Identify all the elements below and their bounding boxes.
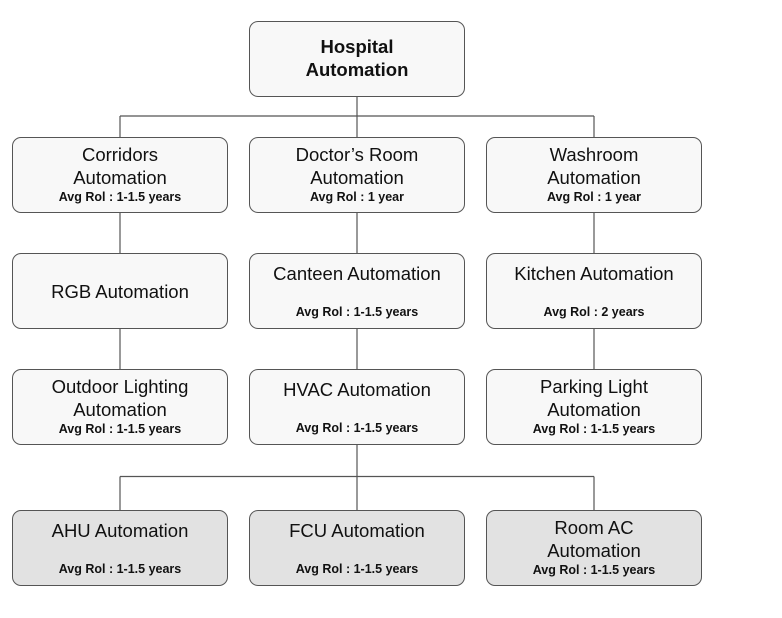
node-washroom-roi: Avg Rol : 1 year	[546, 190, 641, 204]
node-doctors-room-title-line-1: Doctor’s Room	[295, 144, 419, 165]
node-corridors-roi: Avg Rol : 1-1.5 years	[58, 190, 182, 204]
node-rgb: RGB Automation	[12, 253, 228, 329]
node-fcu-title: FCU Automation	[289, 520, 425, 541]
node-canteen-title: Canteen Automation	[273, 263, 441, 284]
node-parking-light-title-line-1: Parking Light	[540, 376, 648, 397]
node-doctors-room-roi: Avg Rol : 1 year	[309, 190, 404, 204]
node-rgb-title: RGB Automation	[51, 280, 189, 302]
node-canteen-roi: Avg Rol : 1-1.5 years	[295, 305, 419, 319]
node-hvac-roi: Avg Rol : 1-1.5 years	[295, 421, 419, 435]
node-corridors-title-line-1: Corridors	[81, 144, 159, 165]
node-kitchen-title: Kitchen Automation	[514, 263, 674, 284]
node-parking-light-roi: Avg Rol : 1-1.5 years	[532, 422, 656, 436]
node-room-ac-title-line-2: Automation	[547, 540, 641, 561]
node-outdoor-lighting-roi: Avg Rol : 1-1.5 years	[58, 422, 182, 436]
node-outdoor-lighting-title-line-1: Outdoor Lighting	[51, 376, 189, 397]
node-room-ac-roi: Avg Rol : 1-1.5 years	[532, 563, 656, 577]
node-doctors-room-title-line-2: Automation	[310, 167, 404, 188]
node-root-title-line-1: Hospital	[320, 36, 394, 57]
node-root-title-line-2: Automation	[305, 59, 409, 80]
node-parking-light-title-line-2: Automation	[547, 399, 641, 420]
node-washroom-title-line-2: Automation	[547, 167, 641, 188]
node-fcu-roi: Avg Rol : 1-1.5 years	[295, 562, 419, 576]
node-washroom-title-line-1: Washroom	[549, 144, 639, 165]
node-corridors-title-line-2: Automation	[73, 167, 167, 188]
node-hvac-title: HVAC Automation	[283, 379, 431, 400]
node-ahu-title: AHU Automation	[51, 520, 189, 541]
node-room-ac-title-line-1: Room AC	[554, 517, 634, 538]
node-outdoor-lighting-title-line-2: Automation	[73, 399, 167, 420]
node-ahu-roi: Avg Rol : 1-1.5 years	[58, 562, 182, 576]
node-kitchen-roi: Avg Rol : 2 years	[543, 305, 645, 319]
